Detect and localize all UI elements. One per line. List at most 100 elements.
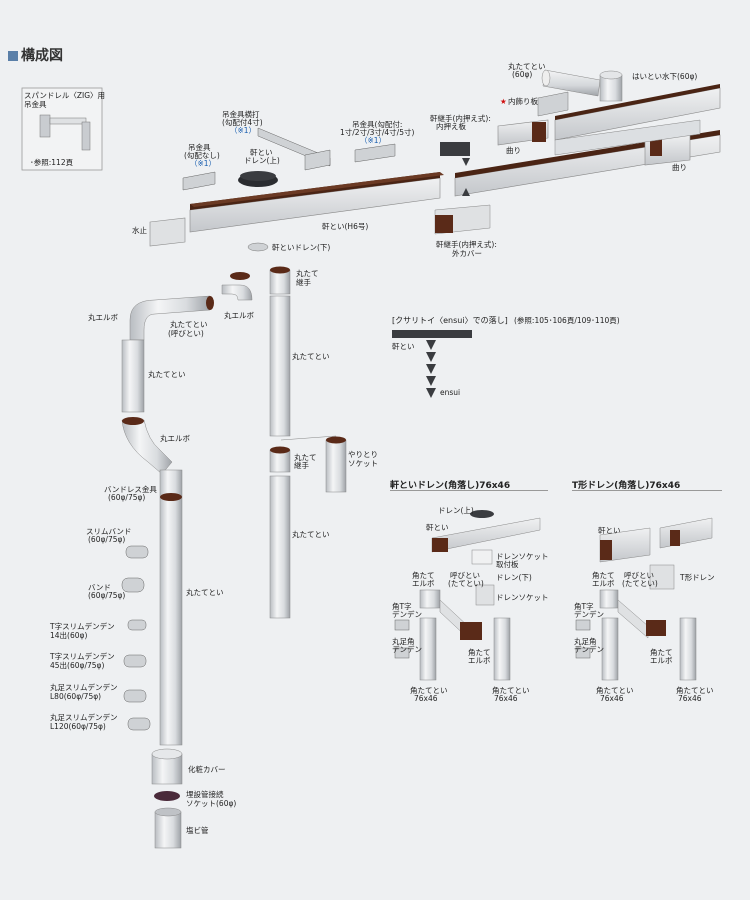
kaku-elbow-2: エルボ [412, 579, 435, 588]
kaku-drain-rule [390, 490, 548, 491]
spandrel-ref: ･参照:112頁 [30, 158, 74, 167]
ensui-nokitoi: 軒とい [392, 342, 415, 351]
label-kesho-cover: 化粧カバー [188, 765, 226, 774]
label-yaritori-1: やりとり [348, 450, 378, 459]
label-tsuri-katsuke: 吊金具横打 [222, 110, 260, 119]
label-maru-tatetoi-60b: (60φ) [512, 70, 533, 79]
label-slim-band-1: スリムバンド [86, 527, 132, 536]
label-nokitsugite-uchi-1: 軒継手(内押え式): [430, 114, 491, 123]
t-yobitoi-1: 呼びとい [624, 571, 654, 580]
label-slim-band-2: (60φ/75φ) [88, 535, 126, 544]
label-t-slim-14-2: 14出(60φ) [50, 631, 88, 640]
kaku-elbow-1: 角たて [412, 571, 435, 580]
t-tatetoi-a-2: 76x46 [600, 694, 624, 703]
kaku-nokitoi: 軒とい [426, 523, 449, 532]
kaku-tatetoi-a-1: 角たてとい [410, 686, 448, 695]
label-kobai-values: 1寸/2寸/3寸/4寸/5寸) [340, 128, 415, 137]
label-maru-elbow-b: 丸エルボ [224, 311, 254, 320]
kaku-socket-plate-2: 取付板 [496, 560, 519, 569]
t-kaku-t-1: 角T字 [574, 602, 594, 611]
label-bandless-2: (60φ/75φ) [108, 493, 146, 502]
label-nokitoi-h6: 軒とい(H6号) [322, 222, 369, 231]
label-maru-slim-80-2: L80(60φ/75φ) [50, 692, 102, 701]
label-kobai-nashi: (勾配なし) [184, 151, 220, 160]
ensui-heading: [クサリトイ〈ensui〉での落し] [392, 316, 508, 325]
t-elbow-1: 角たて [592, 571, 615, 580]
label-maisetsu-2: ソケット(60φ) [186, 799, 237, 808]
label-band-2: (60φ/75φ) [88, 591, 126, 600]
kaku-yobitoi-1: 呼びとい [450, 571, 480, 580]
t-tatetoi-b-2: 76x46 [678, 694, 702, 703]
t-elbow-2: エルボ [592, 579, 615, 588]
kaku-elbow-3: 角たて [468, 648, 491, 657]
label-maru-tate-tsugite-4: 継手 [294, 461, 309, 470]
label-maru-tatetoi-60: 丸たてとい [508, 62, 546, 71]
label-maru-elbow-c: 丸エルボ [160, 434, 190, 443]
label-yaritori-2: ソケット [348, 459, 378, 468]
ensui-chain [392, 330, 472, 398]
t-drain-rule [572, 490, 722, 491]
kaku-t-2: デンデン [392, 610, 422, 619]
uchikazari-star-icon: ★ [500, 97, 507, 106]
kaku-socket-plate-1: ドレンソケット [496, 552, 549, 561]
label-note1b: （※1） [190, 159, 217, 168]
label-t-slim-45-1: T字スリムデンデン [50, 652, 115, 661]
label-maru-tatetoi-c: 丸たてとい [292, 530, 330, 539]
label-nokitoi-drain-down: 軒といドレン(下) [272, 243, 331, 252]
label-bandless-1: バンドレス金具 [104, 485, 157, 494]
left-pipes [121, 272, 253, 849]
label-magari-1: 曲り [506, 146, 521, 155]
label-maru-slim-120-1: 丸足スリムデンデン [50, 713, 118, 722]
kaku-maru-ashi-2: デンデン [392, 645, 422, 654]
t-elbow-4: エルボ [650, 656, 673, 665]
t-drain-heading: T形ドレン(角落し)76x46 [572, 481, 681, 491]
middle-pipes [269, 266, 347, 619]
outer-cover [434, 188, 491, 235]
label-enbi-kan: 塩ビ管 [186, 826, 209, 835]
label-haitoi-mizushita: はいとい水下(60φ) [632, 72, 698, 81]
uchikazari-plate [537, 91, 569, 117]
kaku-socket: ドレンソケット [496, 593, 549, 602]
t-drain-diagram [575, 517, 713, 681]
kaku-drain-down: ドレン(下) [496, 573, 532, 582]
label-maru-tatetoi-d: 丸たてとい [186, 588, 224, 597]
t-maru-ashi-1: 丸足角 [574, 637, 597, 646]
label-yobitoi-2: (呼びとい) [168, 329, 204, 338]
label-tsuri-kobai-tsuki: 吊金具(勾配付: [352, 120, 403, 129]
kaku-yobitoi-2: (たてとい) [448, 579, 484, 588]
title-marker-icon [8, 51, 18, 61]
label-maru-tate-tsugite-1: 丸たて [296, 269, 319, 278]
water-stop [149, 217, 186, 247]
label-kobai-tsuki4: (勾配付4寸) [222, 118, 263, 127]
label-t-slim-14-1: T字スリムデンデン [50, 622, 115, 631]
label-maru-slim-80-1: 丸足スリムデンデン [50, 683, 118, 692]
t-maru-ashi-2: デンデン [574, 645, 604, 654]
t-nokitoi: 軒とい [598, 526, 621, 535]
spandrel-bracket-icon [39, 114, 91, 151]
drain-top-icon [238, 171, 278, 187]
label-drain-up-2: ドレン(上) [244, 156, 280, 165]
band-icons [121, 545, 151, 731]
label-yobitoi-1: 丸たてとい [170, 320, 208, 329]
t-kaku-t-2: デンデン [574, 610, 604, 619]
inner-press-plate [440, 142, 470, 166]
spandrel-title-2: 吊金具 [24, 100, 47, 109]
right-gutters [454, 84, 721, 197]
t-tatetoi-a-1: 角たてとい [596, 686, 634, 695]
page-title: 構成図 [8, 45, 63, 65]
main-gutter [189, 172, 444, 233]
label-drain-up-1: 軒とい [250, 148, 273, 157]
label-maisetsu-1: 埋設管接続 [186, 790, 224, 799]
drain-bottom-icon [247, 242, 269, 252]
t-elbow-3: 角たて [650, 648, 673, 657]
label-magari-2: 曲り [672, 163, 687, 172]
ensui-label: ensui [440, 388, 461, 397]
label-maru-tatetoi-b: 丸たてとい [292, 352, 330, 361]
label-tsuri-kanagu: 吊金具 [188, 143, 211, 152]
label-t-slim-45-2: 45出(60φ/75φ) [50, 661, 105, 670]
label-maru-slim-120-2: L120(60φ/75φ) [50, 722, 106, 731]
kaku-maru-ashi-1: 丸足角 [392, 637, 415, 646]
label-maru-tate-tsugite-2: 継手 [296, 278, 311, 287]
t-drain-label: T形ドレン [680, 573, 715, 582]
